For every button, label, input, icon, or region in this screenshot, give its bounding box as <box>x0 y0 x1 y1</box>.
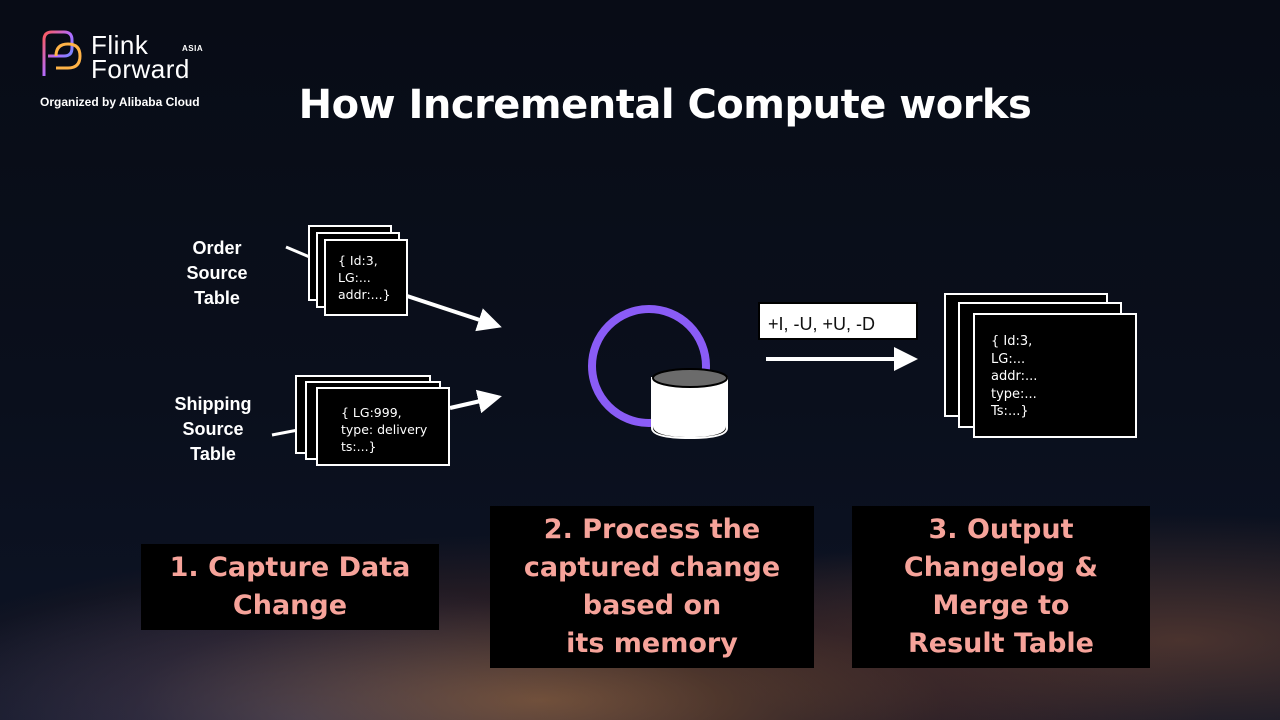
memory-ring-icon <box>588 305 710 427</box>
order-source-label: Order Source Table <box>186 238 248 308</box>
step-1-capture: 1. Capture Data Change <box>141 544 439 630</box>
result-record: { Id:3, LG:... addr:... type:... Ts:...} <box>991 334 1038 419</box>
flink-forward-logo-icon <box>42 30 82 76</box>
brand-region: ASIA <box>182 44 204 53</box>
database-icon <box>651 368 728 440</box>
step-3-output: 3. Output Changelog & Merge to Result Ta… <box>852 506 1150 668</box>
result-record-card <box>973 313 1137 438</box>
organized-by: Organized by Alibaba Cloud <box>40 95 200 109</box>
brand-line2: Forward <box>91 54 190 84</box>
step-2-process: 2. Process the captured change based on … <box>490 506 814 668</box>
changelog-label: +I, -U, +U, -D <box>768 314 876 334</box>
order-arrow <box>403 293 502 332</box>
order-record: { Id:3, LG:... addr:...} <box>338 253 391 302</box>
shipping-source-label: Shipping Source Table <box>174 394 252 464</box>
shipping-record-card <box>316 387 450 466</box>
shipping-arrow <box>449 389 502 414</box>
changelog-box <box>758 302 918 340</box>
shipping-record: { LG:999, type: delivery ts:...} <box>341 405 428 454</box>
order-record-card <box>324 239 408 316</box>
flink-forward-logo: Flink ASIA Forward Organized by Alibaba … <box>38 28 238 118</box>
brand-line1: Flink <box>91 30 149 60</box>
order-input-line <box>285 245 313 260</box>
page-title: How Incremental Compute works <box>298 82 1032 128</box>
shipping-input-line <box>271 428 299 437</box>
